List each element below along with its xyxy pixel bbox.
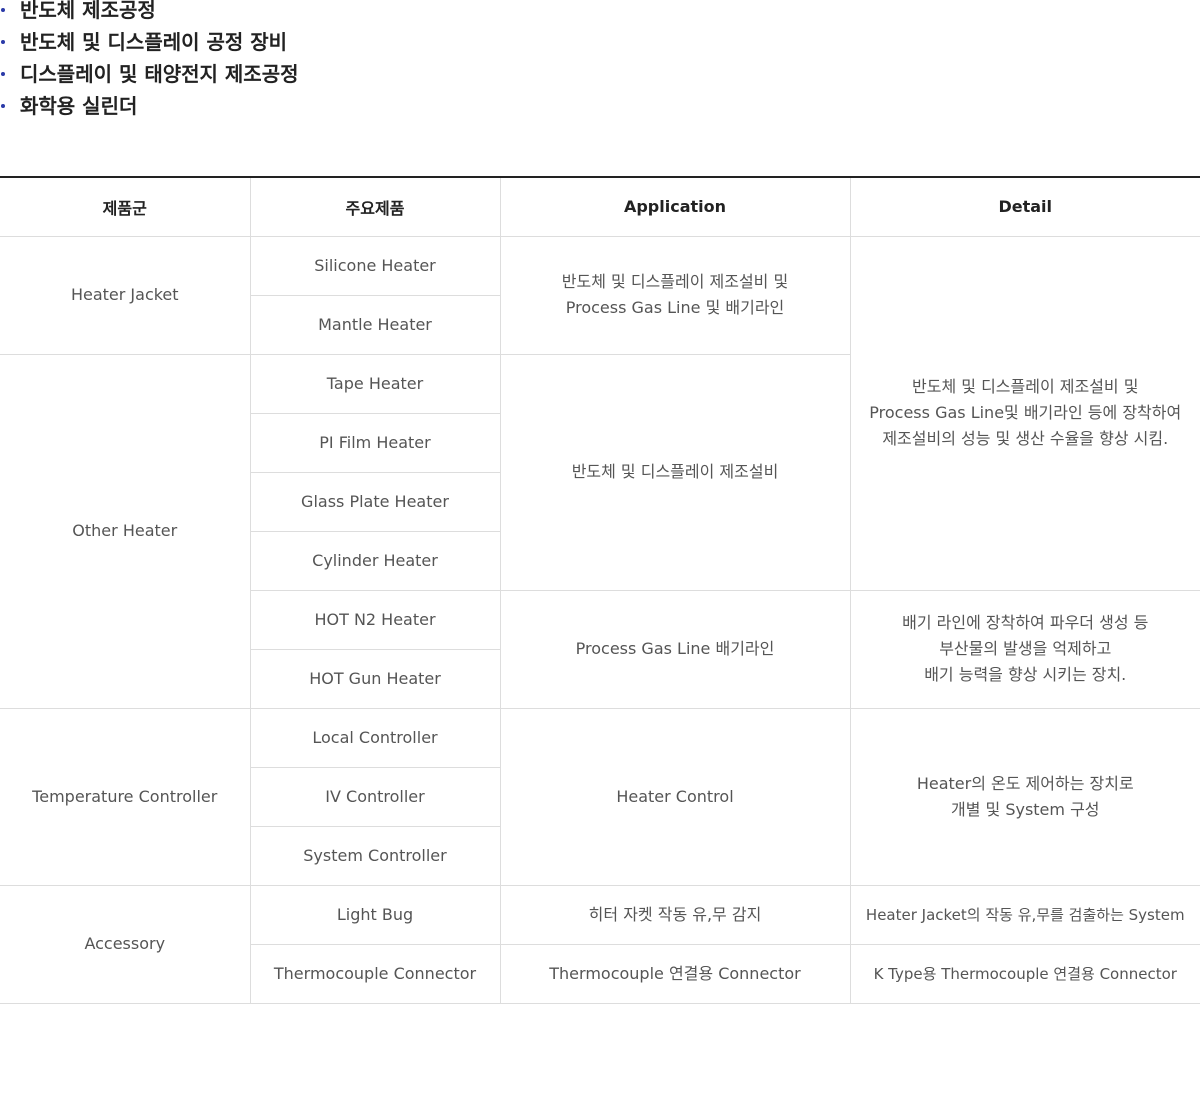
product-local-controller: Local Controller [249, 708, 500, 768]
table-row: PI Film Heater [0, 413, 1200, 473]
table-row: Temperature Controller Local Controller … [0, 708, 1200, 886]
bullet-item: 반도체 및 디스플레이 공정 장비 [0, 26, 299, 58]
bullet-dot-icon [1, 40, 5, 44]
table-row: Heater Jacket Silicone Heater 반도체 및 디스플레… [0, 236, 1200, 591]
header-product-group: 제품군 [0, 177, 250, 237]
detail-text-line: Heater의 온도 제어하는 장치로 [916, 773, 1134, 793]
bullet-item: 반도체 제조공정 [0, 0, 299, 26]
header-main-product: 주요제품 [249, 177, 500, 237]
product-tape-heater: Tape Heater [249, 354, 500, 414]
detail-light-bug: Heater Jacket의 작동 유,무를 검출하는 System [849, 885, 1200, 945]
detail-text-line: 부산물의 발생을 억제하고 [939, 639, 1112, 658]
bullet-dot-icon [1, 8, 5, 12]
application-heater-jacket: 반도체 및 디스플레이 제조설비 및 Process Gas Line 및 배기… [499, 236, 850, 355]
product-thermocouple-connector: Thermocouple Connector [249, 944, 500, 1004]
bullet-text: 반도체 제조공정 [20, 0, 156, 22]
product-pi-film-heater: PI Film Heater [249, 413, 500, 473]
table-row: IV Controller [0, 767, 1200, 827]
detail-text-line: 개별 및 System 구성 [950, 799, 1100, 819]
detail-text-line: Process Gas Line및 배기라인 등에 장착하여 [869, 403, 1182, 422]
application-bullet-list: 반도체 제조공정 반도체 및 디스플레이 공정 장비 디스플레이 및 태양전지 … [0, 0, 299, 122]
detail-text-line: 제조설비의 성능 및 생산 수율을 향상 시킴. [882, 429, 1169, 448]
bullet-dot-icon [1, 104, 5, 108]
product-spec-table: 제품군 주요제품 Application Detail Heater Jacke… [0, 176, 1200, 1004]
table-header-row: 제품군 주요제품 Application Detail [0, 177, 1200, 237]
application-hot-heaters: Process Gas Line 배기라인 [499, 590, 850, 709]
detail-text-line: 배기 라인에 장착하여 파우더 생성 등 [902, 613, 1149, 632]
table-row: Accessory Light Bug 히터 자켓 작동 유,무 감지 Heat… [0, 885, 1200, 1004]
group-heater-jacket: Heater Jacket [0, 236, 250, 355]
product-hot-gun-heater: HOT Gun Heater [249, 649, 500, 709]
product-mantle-heater: Mantle Heater [249, 295, 500, 355]
group-accessory: Accessory [0, 885, 250, 1004]
table-row: Glass Plate Heater [0, 472, 1200, 532]
table-row: Thermocouple Connector Thermocouple 연결용 … [0, 944, 1200, 1004]
product-system-controller: System Controller [249, 826, 500, 886]
bullet-dot-icon [1, 72, 5, 76]
product-light-bug: Light Bug [249, 885, 500, 945]
product-hot-n2-heater: HOT N2 Heater [249, 590, 500, 650]
product-cylinder-heater: Cylinder Heater [249, 531, 500, 591]
table-row: Cylinder Heater [0, 531, 1200, 591]
detail-controllers: Heater의 온도 제어하는 장치로 개별 및 System 구성 [849, 708, 1200, 886]
detail-heaters: 반도체 및 디스플레이 제조설비 및 Process Gas Line및 배기라… [849, 236, 1200, 591]
group-temperature-controller: Temperature Controller [0, 708, 250, 886]
product-iv-controller: IV Controller [249, 767, 500, 827]
bullet-item: 디스플레이 및 태양전지 제조공정 [0, 58, 299, 90]
product-silicone-heater: Silicone Heater [249, 236, 500, 296]
group-other-heater: Other Heater [0, 354, 250, 709]
application-thermocouple-connector: Thermocouple 연결용 Connector [499, 944, 850, 1004]
table-row: System Controller [0, 826, 1200, 886]
detail-thermocouple-connector: K Type용 Thermocouple 연결용 Connector [849, 944, 1200, 1004]
table-row: HOT Gun Heater [0, 649, 1200, 709]
application-text-line: Process Gas Line 및 배기라인 [565, 298, 785, 317]
product-glass-plate-heater: Glass Plate Heater [249, 472, 500, 532]
table-row: HOT N2 Heater Process Gas Line 배기라인 배기 라… [0, 590, 1200, 709]
bullet-text: 디스플레이 및 태양전지 제조공정 [20, 62, 299, 86]
application-other-heater: 반도체 및 디스플레이 제조설비 [499, 354, 850, 591]
bullet-item: 화학용 실린더 [0, 90, 299, 122]
application-light-bug: 히터 자켓 작동 유,무 감지 [499, 885, 850, 945]
header-detail: Detail [849, 177, 1200, 237]
header-application: Application [499, 177, 850, 237]
table-row: Other Heater Tape Heater 반도체 및 디스플레이 제조설… [0, 354, 1200, 709]
table-row: Mantle Heater [0, 295, 1200, 355]
detail-text-line: 배기 능력을 향상 시키는 장치. [924, 665, 1127, 684]
application-text-line: 반도체 및 디스플레이 제조설비 및 [561, 272, 789, 291]
bullet-text: 반도체 및 디스플레이 공정 장비 [20, 30, 288, 54]
detail-text-line: 반도체 및 디스플레이 제조설비 및 [912, 377, 1139, 396]
detail-hot-heaters: 배기 라인에 장착하여 파우더 생성 등 부산물의 발생을 억제하고 배기 능력… [849, 590, 1200, 709]
bullet-text: 화학용 실린더 [20, 94, 138, 118]
application-controllers: Heater Control [499, 708, 850, 886]
